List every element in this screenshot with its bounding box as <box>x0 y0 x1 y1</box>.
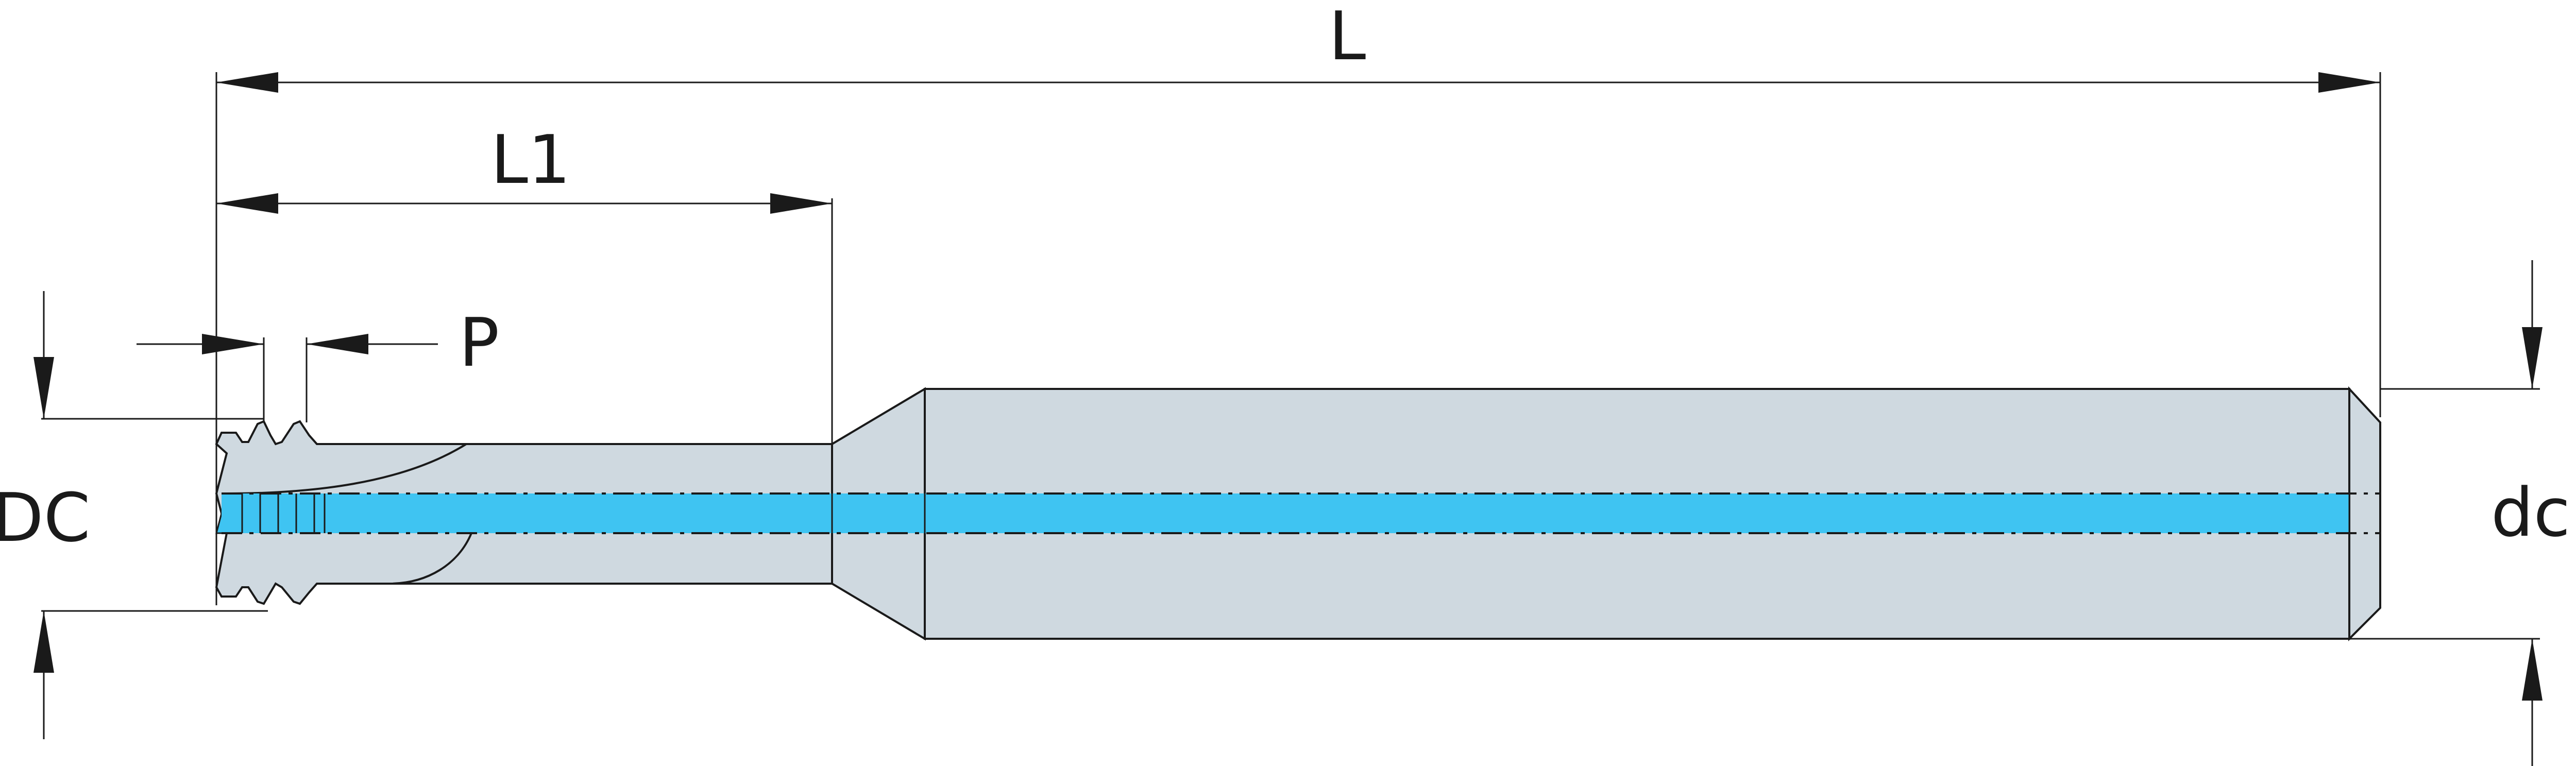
arrow-dc-bottom <box>2522 639 2543 701</box>
label-cutting-diameter: DC <box>0 479 90 557</box>
dimension-pitch <box>137 334 438 422</box>
arrow-dc-top <box>2522 327 2543 389</box>
arrow-P-right <box>307 334 368 354</box>
arrow-L1-left <box>216 193 278 214</box>
tip-hatching <box>241 493 326 533</box>
shank-end-chamfer <box>2348 386 2381 641</box>
arrow-DC-bottom <box>33 611 54 673</box>
label-shank-diameter: dc <box>2491 473 2570 552</box>
arrow-P-left <box>202 334 264 354</box>
coolant-channel-bore <box>222 493 2349 533</box>
arrow-DC-top <box>33 357 54 419</box>
dimension-length-of-cut <box>216 193 833 444</box>
label-length-of-cut: L1 <box>490 121 570 199</box>
label-overall-length: L <box>1329 0 1366 75</box>
coolant-channel <box>215 492 2380 534</box>
arrow-L-left <box>216 72 278 93</box>
flute-curve-lower <box>388 533 472 585</box>
dimension-shank-diameter <box>2349 260 2543 766</box>
arrow-L-right <box>2318 72 2380 93</box>
label-pitch: P <box>459 303 499 382</box>
arrow-L1-right <box>770 193 832 214</box>
dimension-cutting-diameter <box>33 291 268 739</box>
